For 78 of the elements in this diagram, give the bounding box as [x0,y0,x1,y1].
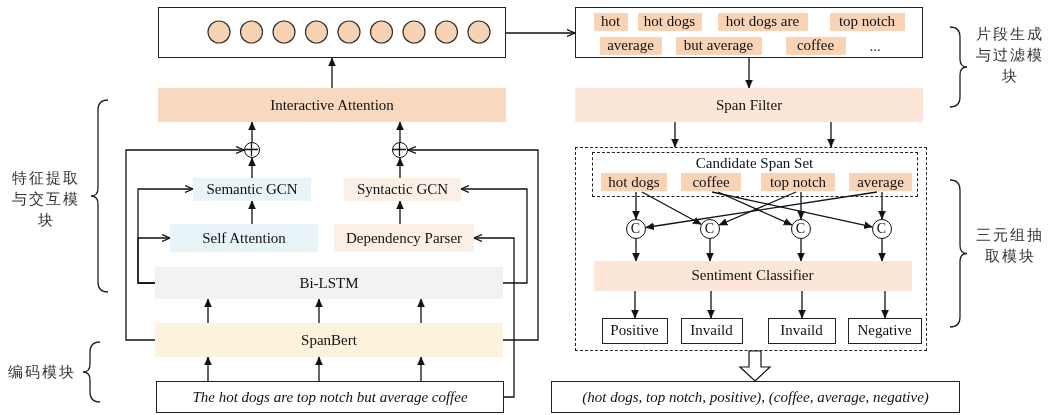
span-chip: hot [593,12,628,31]
block-arrow [738,350,772,382]
arrow [745,57,753,89]
plus-symbol [392,142,408,158]
sentence-box: The hot dogs are top notch but average coffee [156,381,504,413]
module-label: 编码模块 [7,362,77,383]
arrow [707,290,715,319]
arrow [797,191,805,220]
arrow [505,28,576,38]
arrow [248,157,256,179]
arrow [248,121,256,143]
concat-symbol: C [625,218,646,239]
arrow [125,145,245,341]
layer-box: Semantic GCN [193,178,311,201]
arrow [878,191,886,220]
candidate-set-box [591,151,918,197]
arrow [645,191,878,230]
layer-box: Interactive Attention [158,88,506,122]
span-chip: top notch [829,12,905,31]
arrow [204,298,212,324]
layer-box: Dependency Parser [334,224,474,252]
arrow [417,356,425,382]
layer-box: Syntactic GCN [344,178,461,201]
arrow [396,121,404,143]
layer-box: Bi-LSTM [155,267,503,299]
label-box: Positive [601,317,668,344]
span-chip: coffee [681,173,741,191]
span-chip: coffee [785,36,846,55]
concat-symbol: C [699,218,720,239]
arrow [632,191,640,220]
arrow [460,184,528,284]
span-chip: average [849,173,912,191]
arrow [641,191,702,225]
module-label: 三元组抽取模块 [975,225,1045,267]
arrow [631,290,639,319]
dashed-frame [575,147,927,351]
layer-box: Self Attention [170,224,318,252]
span-chip: top notch [761,173,835,191]
layer-box: Span Filter [575,88,923,122]
arrow [417,298,425,324]
concat-symbol: C [790,218,811,239]
arrow [671,121,679,148]
label-box: Invaild [767,317,836,344]
span-chip: hot dogs [601,173,667,191]
arrow [328,57,336,89]
arrow [315,298,323,324]
arrow [798,290,806,319]
span-set-box [575,7,923,58]
arrow [248,200,256,225]
arrow [881,290,889,319]
arrow [473,233,515,398]
span-chip: hot dogs are [717,12,808,31]
arrow [204,356,212,382]
arrow [827,121,835,148]
plus-symbol [244,142,260,158]
arrow [396,157,404,179]
arrow [878,238,886,262]
label-box: Invaild [680,317,743,344]
arrow [396,200,404,225]
arrow [706,238,714,262]
label-box: Negative [847,317,922,344]
box-title: Candidate Span Set [695,154,814,172]
layer-box: SpanBert [155,323,503,357]
layer-box: Sentiment Classifier [593,260,912,291]
ellipsis-text: ... [868,37,882,56]
arrow [407,145,539,341]
span-chip: but average [675,36,762,55]
arrow [315,356,323,382]
arrow [711,191,873,229]
arrow [632,238,640,262]
module-label: 片段生成与过滤模块 [975,24,1045,87]
arrow [797,238,805,262]
concat-symbol: C [871,218,892,239]
result-box: (hot dogs, top notch, positive), (coffee, average, negative) [551,381,960,413]
span-chip: average [599,36,662,55]
arrow [137,233,171,284]
module-label: 特征提取与交互模块 [11,168,81,231]
span-chip: hot dogs [637,12,702,31]
